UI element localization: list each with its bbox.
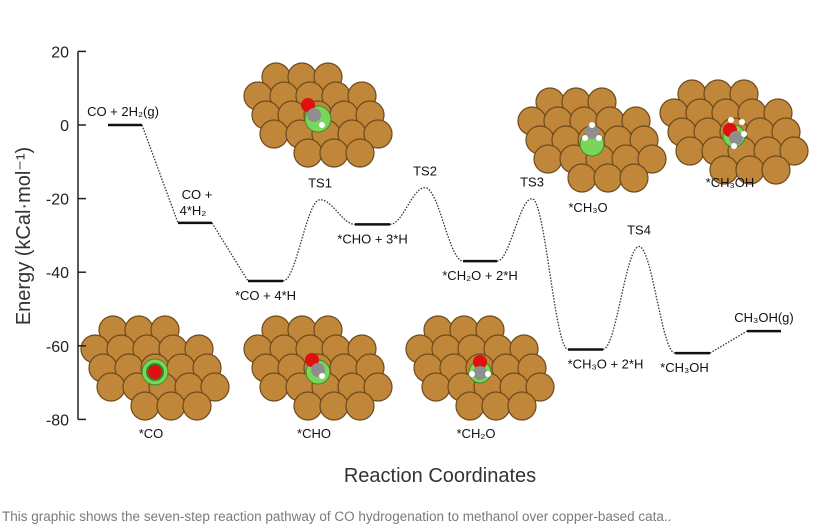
structure-label: *CH₂O	[457, 426, 496, 441]
pathway-connector	[211, 222, 249, 282]
structure-image-ch3o	[517, 87, 667, 193]
copper-atom	[319, 391, 349, 421]
hydrogen-atom	[741, 131, 747, 137]
copper-atom	[345, 138, 375, 168]
y-tick-label: -40	[46, 265, 69, 282]
copper-atom	[761, 155, 791, 185]
hydrogen-atom	[319, 122, 325, 128]
copper-atom	[421, 372, 451, 402]
hydrogen-atom	[596, 135, 602, 141]
oxygen-atom	[148, 365, 162, 379]
copper-atom	[363, 119, 393, 149]
copper-atom	[525, 372, 555, 402]
copper-atom	[182, 391, 212, 421]
state-label: CO + 2H₂(g)	[87, 104, 159, 119]
hydrogen-atom	[731, 143, 737, 149]
state-label: *CH₂O + 2*H	[442, 268, 518, 283]
copper-atom	[507, 391, 537, 421]
state-label: *CHO + 3*H	[337, 231, 407, 246]
copper-atom	[619, 163, 649, 193]
figure-caption: This graphic shows the seven-step reacti…	[2, 509, 672, 524]
transition-state-label: TS3	[520, 175, 544, 190]
copper-atom	[779, 136, 809, 166]
copper-atom	[259, 119, 289, 149]
hydrogen-atom	[728, 117, 734, 123]
hydrogen-atom	[582, 135, 588, 141]
structure-label: *CH₃O	[568, 200, 607, 215]
hydrogen-atom	[739, 119, 745, 125]
structure-image-co	[80, 315, 230, 421]
structure-image-ch2o	[405, 315, 555, 421]
structure-label: *CHO	[297, 426, 331, 441]
y-tick-label: -20	[46, 192, 69, 209]
pathway-connector	[389, 186, 464, 262]
copper-atom	[637, 144, 667, 174]
state-label: *CH₃O + 2*H	[568, 356, 644, 371]
copper-atom	[293, 138, 323, 168]
transition-state-label: TS4	[627, 222, 651, 237]
pathway-connector	[602, 245, 676, 354]
copper-atom	[675, 136, 705, 166]
energy-profile-chart: *CO *CHO *CH₂O *CH₃O *CH₃OH 20 0 -20 -40 -60 -80 En…	[13, 44, 809, 487]
oxygen-atom	[473, 355, 487, 369]
copper-atom	[345, 391, 375, 421]
copper-atom	[481, 391, 511, 421]
y-tick-label: 20	[51, 44, 69, 61]
hydrogen-atom	[589, 122, 595, 128]
y-tick-label: -60	[46, 339, 69, 356]
copper-atom	[130, 391, 160, 421]
structure-label: *CH₃OH	[706, 175, 755, 190]
copper-atom	[567, 163, 597, 193]
hydrogen-atom	[319, 373, 325, 379]
carbon-atom	[307, 108, 321, 122]
copper-atom	[259, 372, 289, 402]
state-label: *CO + 4*H	[235, 288, 296, 303]
state-label: CH₃OH(g)	[734, 310, 793, 325]
transition-state-label: TS2	[413, 164, 437, 179]
pathway-connector	[282, 199, 356, 282]
pathway-connector	[141, 124, 179, 224]
copper-atom	[455, 391, 485, 421]
pathway-connector	[709, 330, 748, 354]
hydrogen-atom	[485, 371, 491, 377]
transition-state-label: TS1	[308, 176, 332, 191]
carbon-atom	[473, 366, 487, 380]
state-label: *CH₃OH	[660, 360, 709, 375]
copper-atom	[533, 144, 563, 174]
carbon-atom	[729, 131, 743, 145]
structure-image-ts1	[243, 62, 393, 168]
copper-atom	[319, 138, 349, 168]
state-label: CO +4*H₂	[180, 187, 213, 218]
carbon-atom	[585, 125, 599, 139]
y-tick-label: 0	[60, 118, 69, 135]
copper-atom	[593, 163, 623, 193]
structure-image-ch3oh	[659, 79, 809, 185]
copper-atom	[200, 372, 230, 402]
y-axis-title: Energy (kCal·mol⁻¹)	[13, 147, 35, 325]
structure-label: *CO	[139, 426, 164, 441]
y-tick-label: -80	[46, 412, 69, 429]
x-axis-title: Reaction Coordinates	[344, 465, 536, 487]
copper-atom	[293, 391, 323, 421]
copper-atom	[96, 372, 126, 402]
copper-atom	[156, 391, 186, 421]
copper-atom	[363, 372, 393, 402]
structure-image-cho	[243, 315, 393, 421]
hydrogen-atom	[469, 371, 475, 377]
